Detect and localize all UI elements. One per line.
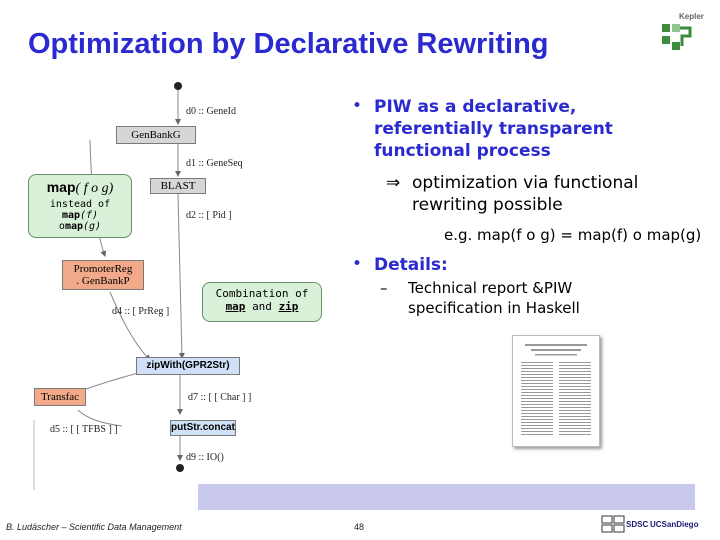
callout-zip-line2: map and zip (225, 300, 299, 313)
page-number: 48 (354, 522, 365, 532)
callout-map-line2: instead of map(f) (49, 199, 111, 221)
bullet-dot-1: • (352, 96, 363, 116)
callout-map-line3: omap(g) (58, 221, 102, 232)
footer-author: B. Ludäscher – Scientific Data Managemen… (6, 522, 182, 532)
node-promoterreg[interactable]: PromoterReg . GenBankP (62, 260, 144, 290)
bullet-1-example: e.g. map(f o g) = map(f) o map(g) (444, 226, 702, 244)
bullet-dot-2: • (352, 254, 363, 274)
bullet-2-text: Details: (374, 255, 448, 275)
node-transfac[interactable]: Transfac (34, 388, 86, 406)
node-blast[interactable]: BLAST (150, 178, 206, 194)
node-genbankg[interactable]: GenBankG (116, 126, 196, 144)
sdsc-logo: SDSC (600, 514, 650, 534)
callout-map-line1: map( f o g) (46, 179, 114, 196)
bullet-list: • PIW as a declarative, referentially tr… (352, 96, 702, 317)
node-putstr[interactable]: putStr.concat (170, 420, 236, 436)
edge-label-d9: d9 :: IO() (186, 452, 224, 463)
slide-title: Optimization by Declarative Rewriting (28, 28, 549, 60)
technical-report-thumbnail[interactable] (512, 335, 600, 447)
edge-label-d2: d2 :: [ Pid ] (186, 210, 232, 221)
sdsc-mark (601, 515, 625, 533)
kepler-logo (662, 24, 692, 50)
edge-label-d4: d4 :: [ PrReg ] (112, 306, 170, 317)
bullet-1-text: PIW as a declarative, referentially tran… (374, 97, 613, 161)
callout-map-composition: map( f o g) instead of map(f) omap(g) (28, 174, 132, 238)
footer-band (198, 484, 695, 510)
callout-map-zip: Combination of map and zip (202, 282, 322, 322)
kepler-logo-text: Kepler (679, 12, 704, 21)
sdsc-logo-text: SDSC (626, 520, 649, 529)
edge-label-d7: d7 :: [ [ Char ] ] (188, 392, 252, 403)
edge-label-d5: d5 :: [ [ TFBS ] ] (50, 424, 118, 435)
edge-label-d0: d0 :: GeneId (186, 106, 236, 117)
workflow-diagram: GenBankG BLAST PromoterReg . GenBankP zi… (28, 70, 330, 495)
report-page-lines (521, 344, 591, 435)
ucsd-logo-text: UCSanDiego (650, 520, 699, 529)
ucsd-logo: UCSanDiego (650, 514, 714, 534)
edge-label-d1: d1 :: GeneSeq (186, 158, 243, 169)
node-zipwith[interactable]: zipWith(GPR2Str) (136, 357, 240, 375)
